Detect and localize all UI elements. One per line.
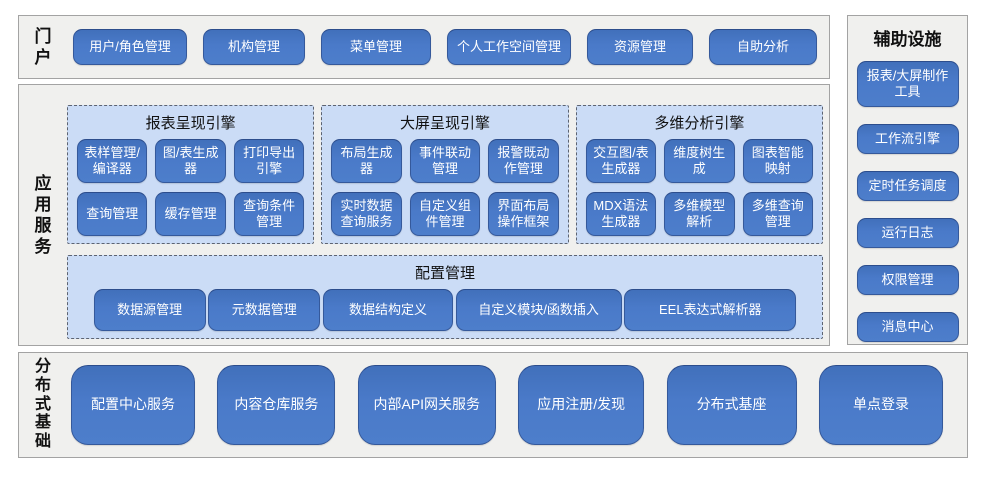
olap-engine-items: 交互图/表生成器 维度树生成 图表智能映射 MDX语法生成器 多维模型解析 多维… xyxy=(585,139,813,236)
node-internal-api-gateway-service: 内部API网关服务 xyxy=(357,365,496,445)
node-cache-management: 缓存管理 xyxy=(155,192,226,236)
auxiliary-facilities-section: 辅助设施 报表/大屏制作工具 工作流引擎 定时任务调度 运行日志 权限管理 消息… xyxy=(847,15,968,345)
portal-section: 门户 用户/角色管理 机构管理 菜单管理 个人工作空间管理 资源管理 自助分析 xyxy=(18,15,830,79)
node-template-management-compiler: 表样管理/编译器 xyxy=(77,139,148,183)
app-services-label: 应用服务 xyxy=(34,173,52,257)
node-multidim-model-parsing: 多维模型解析 xyxy=(664,192,735,236)
node-app-registration-discovery: 应用注册/发现 xyxy=(518,365,645,445)
node-content-repository-service: 内容仓库服务 xyxy=(217,365,336,445)
report-engine-panel: 报表呈现引擎 表样管理/编译器 图/表生成器 打印导出引擎 查询管理 缓存管理 … xyxy=(67,105,315,244)
distributed-foundation-section: 分布式基础 配置中心服务 内容仓库服务 内部API网关服务 应用注册/发现 分布… xyxy=(18,352,968,458)
node-permission-management: 权限管理 xyxy=(856,265,959,295)
node-distributed-base: 分布式基座 xyxy=(666,365,797,445)
portal-label: 门户 xyxy=(34,26,52,67)
node-ui-layout-operation-framework: 界面布局操作框架 xyxy=(488,192,559,236)
node-query-management: 查询管理 xyxy=(77,192,148,236)
portal-label-col: 门户 xyxy=(19,16,67,78)
auxiliary-facilities-title: 辅助设施 xyxy=(873,30,942,49)
node-alarm-action-management: 报警既动作管理 xyxy=(488,139,559,183)
node-organization-management: 机构管理 xyxy=(203,29,305,65)
node-layout-generator: 布局生成器 xyxy=(331,139,402,183)
node-custom-module-function-insertion: 自定义模块/函数插入 xyxy=(455,289,622,331)
app-services-label-col: 应用服务 xyxy=(19,85,67,345)
node-eel-expression-parser: EEL表达式解析器 xyxy=(624,289,797,331)
config-management-panel: 配置管理 数据源管理 元数据管理 数据结构定义 自定义模块/函数插入 EEL表达… xyxy=(67,255,823,339)
node-data-structure-definition: 数据结构定义 xyxy=(322,289,453,331)
node-metadata-management: 元数据管理 xyxy=(208,289,321,331)
node-realtime-data-query-service: 实时数据查询服务 xyxy=(331,192,402,236)
node-query-condition-management: 查询条件管理 xyxy=(233,192,305,236)
dashboard-engine-title: 大屏呈现引擎 xyxy=(399,115,490,132)
node-event-linkage-management: 事件联动管理 xyxy=(409,139,481,183)
node-single-sign-on: 单点登录 xyxy=(818,365,943,445)
config-management-items: 数据源管理 元数据管理 数据结构定义 自定义模块/函数插入 EEL表达式解析器 xyxy=(77,289,813,331)
app-services-content: 报表呈现引擎 表样管理/编译器 图/表生成器 打印导出引擎 查询管理 缓存管理 … xyxy=(67,85,829,345)
config-management-title: 配置管理 xyxy=(414,265,475,282)
node-datasource-management: 数据源管理 xyxy=(93,289,206,331)
node-mdx-syntax-generator: MDX语法生成器 xyxy=(585,192,657,236)
app-services-section: 应用服务 报表呈现引擎 表样管理/编译器 图/表生成器 打印导出引擎 查询管理 … xyxy=(18,84,830,346)
node-user-role-management: 用户/角色管理 xyxy=(73,29,187,65)
node-chart-smart-mapping: 图表智能映射 xyxy=(742,139,813,183)
report-engine-title: 报表呈现引擎 xyxy=(145,115,236,132)
node-print-export-engine: 打印导出引擎 xyxy=(233,139,305,183)
distributed-items: 配置中心服务 内容仓库服务 内部API网关服务 应用注册/发现 分布式基座 单点… xyxy=(67,353,967,457)
node-workflow-engine: 工作流引擎 xyxy=(856,124,959,154)
node-interactive-chart-generator: 交互图/表生成器 xyxy=(585,139,657,183)
auxiliary-items: 报表/大屏制作工具 工作流引擎 定时任务调度 运行日志 权限管理 消息中心 xyxy=(848,61,967,342)
node-chart-table-generator: 图/表生成器 xyxy=(155,139,226,183)
node-scheduled-task-scheduling: 定时任务调度 xyxy=(856,171,959,201)
node-custom-component-management: 自定义组件管理 xyxy=(409,192,481,236)
node-menu-management: 菜单管理 xyxy=(321,29,431,65)
node-config-center-service: 配置中心服务 xyxy=(71,365,195,445)
portal-items: 用户/角色管理 机构管理 菜单管理 个人工作空间管理 资源管理 自助分析 xyxy=(67,16,829,78)
olap-engine-title: 多维分析引擎 xyxy=(654,115,745,132)
node-dimension-tree-generation: 维度树生成 xyxy=(664,139,735,183)
node-personal-workspace-management: 个人工作空间管理 xyxy=(447,29,571,65)
node-message-center: 消息中心 xyxy=(856,312,959,342)
olap-engine-panel: 多维分析引擎 交互图/表生成器 维度树生成 图表智能映射 MDX语法生成器 多维… xyxy=(575,105,823,244)
dashboard-engine-items: 布局生成器 事件联动管理 报警既动作管理 实时数据查询服务 自定义组件管理 界面… xyxy=(331,139,559,236)
node-resource-management: 资源管理 xyxy=(587,29,693,65)
node-run-log: 运行日志 xyxy=(856,218,959,248)
node-report-dashboard-authoring-tool: 报表/大屏制作工具 xyxy=(856,61,959,107)
node-multidim-query-management: 多维查询管理 xyxy=(742,192,813,236)
distributed-label: 分布式基础 xyxy=(34,357,51,451)
report-engine-items: 表样管理/编译器 图/表生成器 打印导出引擎 查询管理 缓存管理 查询条件管理 xyxy=(77,139,305,236)
distributed-label-col: 分布式基础 xyxy=(19,353,67,457)
node-self-service-analysis: 自助分析 xyxy=(709,29,817,65)
dashboard-engine-panel: 大屏呈现引擎 布局生成器 事件联动管理 报警既动作管理 实时数据查询服务 自定义… xyxy=(321,105,569,244)
engine-row: 报表呈现引擎 表样管理/编译器 图/表生成器 打印导出引擎 查询管理 缓存管理 … xyxy=(67,105,823,244)
